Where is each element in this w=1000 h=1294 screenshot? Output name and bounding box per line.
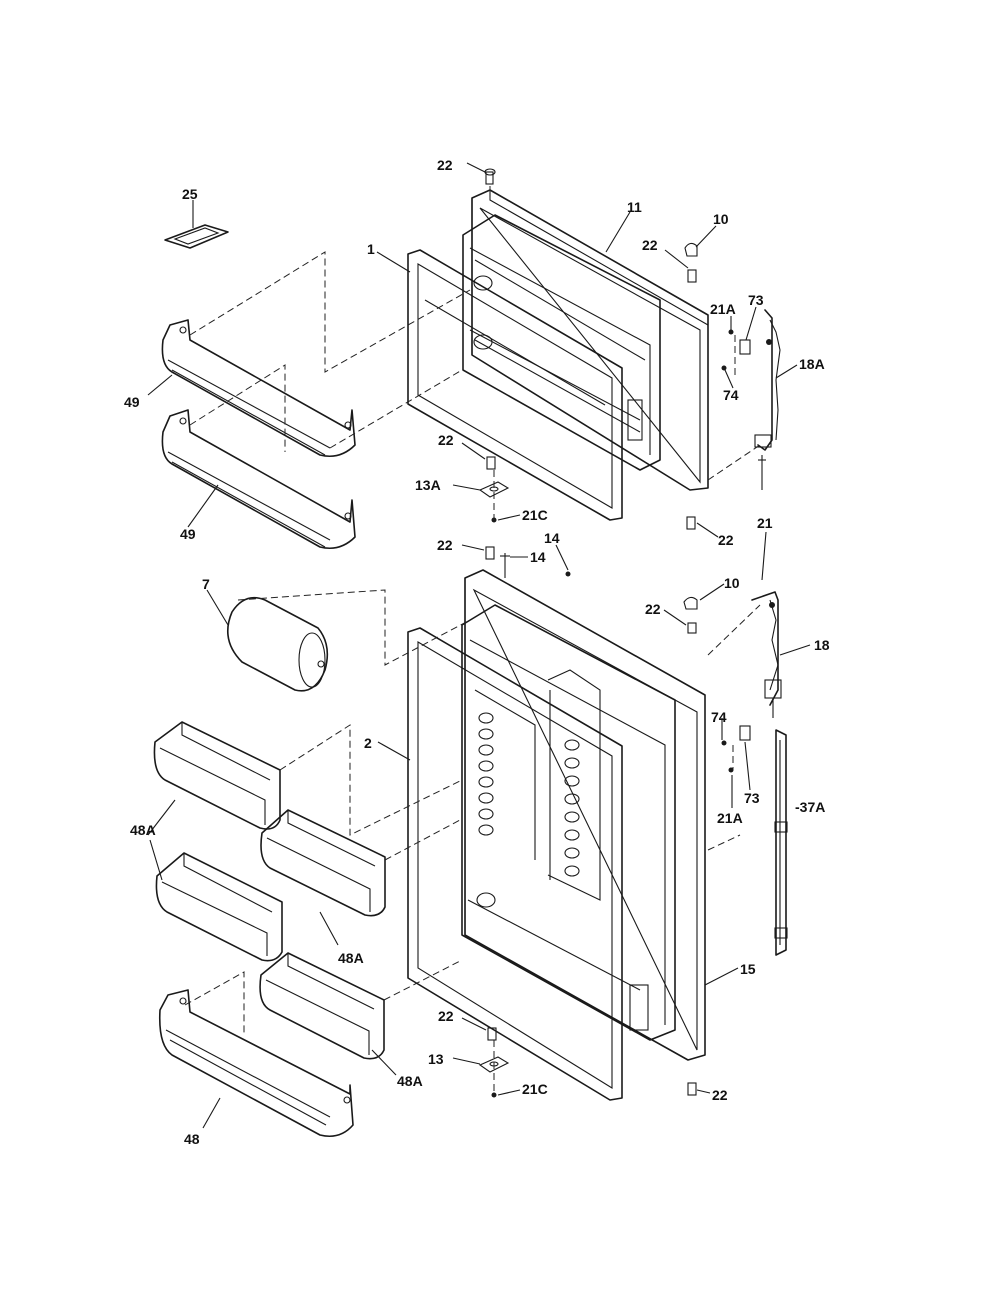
hinge-screw-73-bottom [739, 725, 751, 741]
callout-48a-c: 48A [397, 1073, 423, 1089]
hinge-pin-22-fresh-bottom [487, 1027, 497, 1041]
hinge-pin-22-bottom-right [687, 1082, 697, 1096]
callout-49-a: 49 [124, 394, 140, 410]
callout-11: 11 [627, 199, 642, 215]
callout-22-low: 22 [438, 1008, 454, 1024]
screw-14 [500, 553, 510, 578]
lower-hinge-cover-37a [774, 729, 788, 956]
hinge-pin-22-freezer-bottom [486, 456, 496, 470]
callout-74-bot: 74 [711, 709, 727, 725]
callout-21: 21 [757, 515, 773, 531]
callout-22-top: 22 [437, 157, 453, 173]
door-shelf-48 [158, 989, 354, 1138]
callout-18: 18 [814, 637, 830, 653]
callout-18a: 18A [799, 356, 825, 372]
callout-22-hinge-mid: 22 [645, 601, 661, 617]
hinge-pin-22-freezer [687, 269, 697, 283]
callout-22-hinge-top: 22 [642, 237, 658, 253]
callout-10-top: 10 [713, 211, 729, 227]
callout-22-fresh-top: 22 [437, 537, 453, 553]
hinge-cap-10-top [684, 242, 698, 257]
fresh-food-door-outer-panel [464, 569, 706, 1061]
callout-22-right-mid: 22 [718, 532, 734, 548]
callout-labels: 22 25 11 10 22 1 21A 73 18A 74 49 22 13A… [124, 157, 830, 1147]
hinge-pin-22-right-mid [686, 516, 696, 530]
fresh-food-door-inner-liner [461, 604, 676, 1041]
callout-49-b: 49 [180, 526, 196, 542]
callout-21a-bot: 21A [717, 810, 743, 826]
callout-48: 48 [184, 1131, 200, 1147]
upper-hinge-18a [754, 309, 781, 451]
callout-48a-b: 48A [338, 950, 364, 966]
callout-21a-top: 21A [710, 301, 736, 317]
callout-74-top: 74 [723, 387, 739, 403]
callout-37a: -37A [795, 799, 825, 815]
freezer-door-inner-liner [462, 214, 661, 471]
freezer-door-gasket [407, 249, 623, 521]
callout-leader-lines [147, 162, 811, 1129]
freezer-door-outer-panel [471, 189, 709, 491]
hinge-pin-22-mid [687, 622, 697, 634]
hinge-cap-10-mid [683, 596, 698, 610]
callout-21c-bot: 21C [522, 1081, 548, 1097]
hinge-pin-22-fresh-top [485, 546, 495, 560]
assembly-dashed-lines [184, 186, 761, 1095]
callout-73-top: 73 [748, 292, 764, 308]
freezer-shelf-49-lower [161, 409, 356, 550]
callout-22-bottom-right: 22 [712, 1087, 728, 1103]
callout-48a-a: 48A [130, 822, 156, 838]
callout-73-bot: 73 [744, 790, 760, 806]
callout-2: 2 [364, 735, 372, 751]
door-bin-48a-lower [259, 952, 385, 1060]
callout-22-mid-a: 22 [438, 432, 454, 448]
fresh-food-door-shelf-posts [476, 712, 580, 908]
callout-7: 7 [202, 576, 210, 592]
hinge-screw-73-top [739, 339, 751, 355]
callout-13: 13 [428, 1051, 444, 1067]
hinge-pin-top [484, 168, 496, 185]
callout-21c-top: 21C [522, 507, 548, 523]
callout-25: 25 [182, 186, 198, 202]
center-hinge-18 [751, 591, 782, 718]
egg-container-7 [226, 596, 329, 692]
hinge-screw-21-center [758, 455, 766, 490]
door-bin-48a-middle [260, 809, 386, 917]
callout-14-a: 14 [544, 530, 560, 546]
callout-10-mid: 10 [724, 575, 740, 591]
callout-15: 15 [740, 961, 756, 977]
fresh-food-door-gasket [407, 627, 623, 1101]
callout-13a: 13A [415, 477, 441, 493]
callout-14-b: 14 [530, 549, 546, 565]
callout-1: 1 [367, 241, 375, 257]
door-bin-48a-left [155, 852, 283, 962]
door-bin-48a-top [153, 721, 281, 830]
freezer-shelf-49-upper [161, 319, 356, 458]
dairy-door-25 [164, 224, 229, 249]
